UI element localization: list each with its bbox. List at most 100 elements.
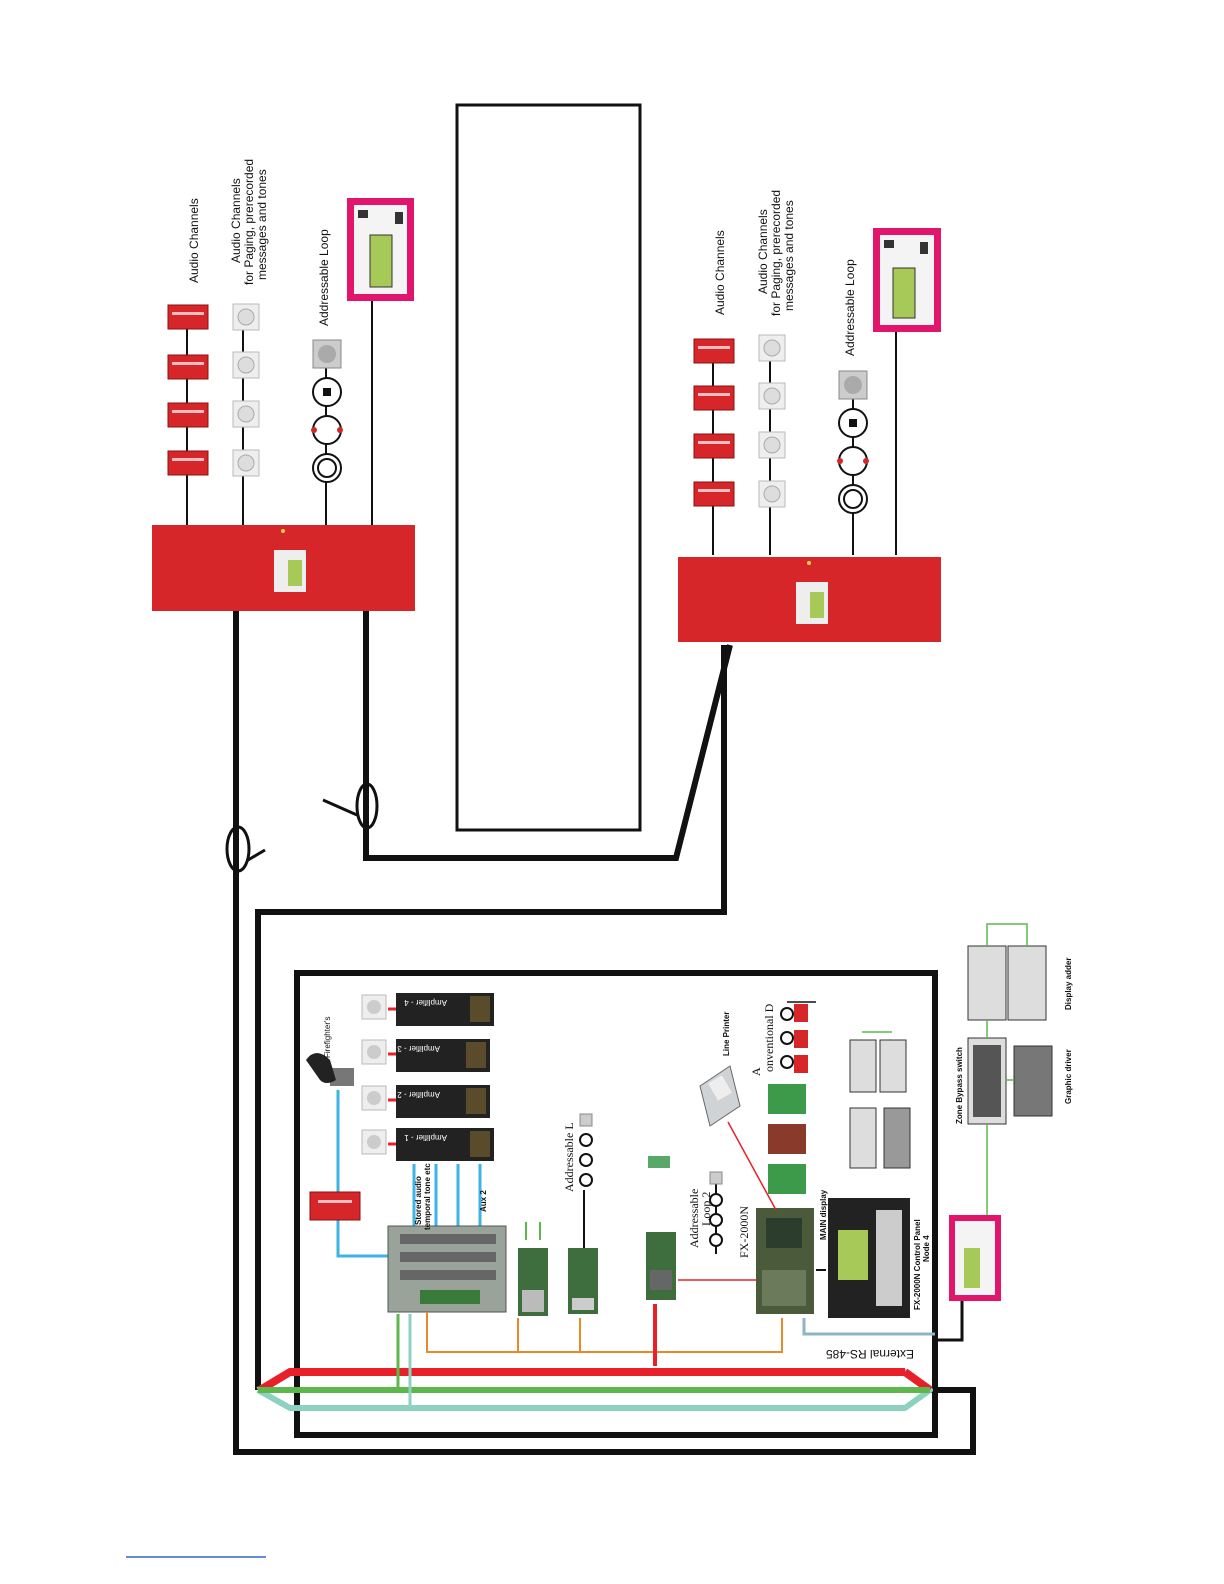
detector-device <box>312 377 342 407</box>
audio-bus <box>336 1090 482 1258</box>
main-enclosure <box>294 970 938 1438</box>
upper-node: Audio Channels Audio Channels for Paging… <box>152 159 415 611</box>
zone-bypass-switch <box>967 1037 1007 1125</box>
label-aux2: Aux 2 <box>479 1190 488 1212</box>
svg-text:Amplifier - 2: Amplifier - 2 <box>397 1090 440 1099</box>
audio-speaker-module <box>693 338 735 364</box>
line-printer <box>699 1065 741 1127</box>
label-conventional-1: A <box>749 1067 763 1076</box>
amplifier-2: Amplifier - 2 <box>396 1085 490 1118</box>
label-stored-audio-1: Stored audio <box>414 1176 423 1225</box>
svg-text:Amplifier - 1: Amplifier - 1 <box>404 1133 447 1142</box>
svg-text:Amplifier - 3: Amplifier - 3 <box>397 1044 440 1053</box>
paging-module <box>309 1191 361 1221</box>
remote-annunciator <box>347 198 414 301</box>
node-panel <box>678 557 941 642</box>
display-adder <box>967 945 1047 1021</box>
lower-node: Audio Channels Audio Channels for Paging… <box>678 190 941 642</box>
zone-bypass-modules <box>849 1031 911 1169</box>
label-control-panel-1: FX-2000N Control Panel <box>913 1219 922 1310</box>
detector-device <box>838 408 868 438</box>
amplifier-3: Amplifier - 3 <box>396 1039 490 1072</box>
label-addressable-loop: Addressable Loop <box>317 229 331 326</box>
graphic-driver <box>1013 1045 1053 1117</box>
amp-speaker <box>361 1085 387 1111</box>
audio-speaker-module <box>693 433 735 459</box>
ceiling-speaker <box>758 431 786 459</box>
detector-device <box>837 446 869 476</box>
detector-grille <box>838 370 868 400</box>
label-firefighters: Firefighter's <box>323 1016 332 1058</box>
ceiling-speaker <box>758 382 786 410</box>
blank-box <box>455 103 642 832</box>
label-external-rs485: External RS-485 <box>826 1347 914 1361</box>
label-stored-audio-2: temporal tone etc <box>423 1163 432 1230</box>
remote-annunciator <box>873 228 941 332</box>
audio-speaker-module <box>167 354 209 380</box>
ceiling-speaker <box>232 351 260 379</box>
label-audio-channels: Audio Channels <box>713 230 727 315</box>
label-paging-2: for Paging, prerecorded <box>242 159 256 285</box>
loop-card-1 <box>568 1113 598 1314</box>
network-link <box>396 1314 412 1406</box>
cable-bundle-marker <box>225 782 379 873</box>
firefighter-phone-icon <box>306 1053 354 1086</box>
audio-card-cage <box>387 1225 507 1313</box>
annunciator-external <box>949 1215 1001 1301</box>
label-paging-2: for Paging, prerecorded <box>769 190 783 316</box>
audio-speaker-module <box>167 402 209 428</box>
loop-card-2 <box>646 1232 676 1300</box>
label-zone-bypass: Zone Bypass switch <box>955 1047 964 1124</box>
amp-arrow <box>388 1007 396 1146</box>
label-display-adder: Display adder <box>1064 958 1073 1010</box>
label-audio-channels: Audio Channels <box>187 198 201 283</box>
network-wiring <box>233 611 976 1455</box>
label-paging-1: Audio Channels <box>756 209 770 294</box>
network-ring <box>256 1368 933 1411</box>
main-panel-internals: Amplifier - 4 Amplifier - 3 Amplifier - … <box>306 993 935 1406</box>
label-addressable-loop-2b: Loop 2 <box>699 1192 713 1226</box>
ceiling-speaker <box>232 400 260 428</box>
fx2000n-board <box>756 1208 814 1314</box>
label-paging-3: messages and tones <box>782 200 796 311</box>
detector-device <box>838 484 868 514</box>
label-addressable-loop-1: Addressable L <box>562 1122 576 1192</box>
detector-device <box>312 453 342 483</box>
ceiling-speaker <box>758 334 786 362</box>
label-fx2000n: FX-2000N <box>737 1206 751 1258</box>
node-panel <box>152 525 415 611</box>
external-devices: Zone Bypass switch Graphic driver Displa… <box>935 923 1073 1342</box>
audio-speaker-module <box>167 304 209 330</box>
detector-grille <box>312 339 342 369</box>
ceiling-speaker <box>758 480 786 508</box>
label-paging-1: Audio Channels <box>229 178 243 263</box>
conventional-modules <box>768 1001 816 1194</box>
ceiling-speaker <box>232 303 260 331</box>
orange-bus <box>426 1312 783 1353</box>
relay-module <box>648 1156 670 1168</box>
audio-speaker-module <box>693 385 735 411</box>
label-addressable-loop: Addressable Loop <box>843 259 857 356</box>
ceiling-speaker <box>232 449 260 477</box>
detector-device <box>311 415 343 445</box>
amp-speaker <box>361 994 387 1020</box>
amplifier-1: Amplifier - 1 <box>396 1128 494 1161</box>
addressable-loop-2 <box>709 1171 723 1254</box>
network-card <box>518 1222 548 1316</box>
bypass-links <box>986 923 1028 1215</box>
audio-speaker-module <box>167 450 209 476</box>
amp-speaker <box>361 1129 387 1155</box>
svg-text:Amplifier - 4: Amplifier - 4 <box>404 998 447 1007</box>
label-line-printer: Line Printer <box>722 1012 731 1056</box>
label-addressable-loop-2a: Addressable <box>687 1189 701 1248</box>
label-main-display: MAIN display <box>819 1189 828 1240</box>
label-paging-3: messages and tones <box>255 169 269 280</box>
rs485-link <box>802 1318 935 1336</box>
label-control-panel-2: Node 4 <box>922 1235 931 1262</box>
audio-speaker-module <box>693 481 735 507</box>
main-display <box>828 1198 910 1318</box>
label-conventional-2: onventional D <box>762 1003 776 1072</box>
amp-speaker <box>361 1039 387 1065</box>
label-graphic-driver: Graphic driver <box>1064 1049 1073 1104</box>
